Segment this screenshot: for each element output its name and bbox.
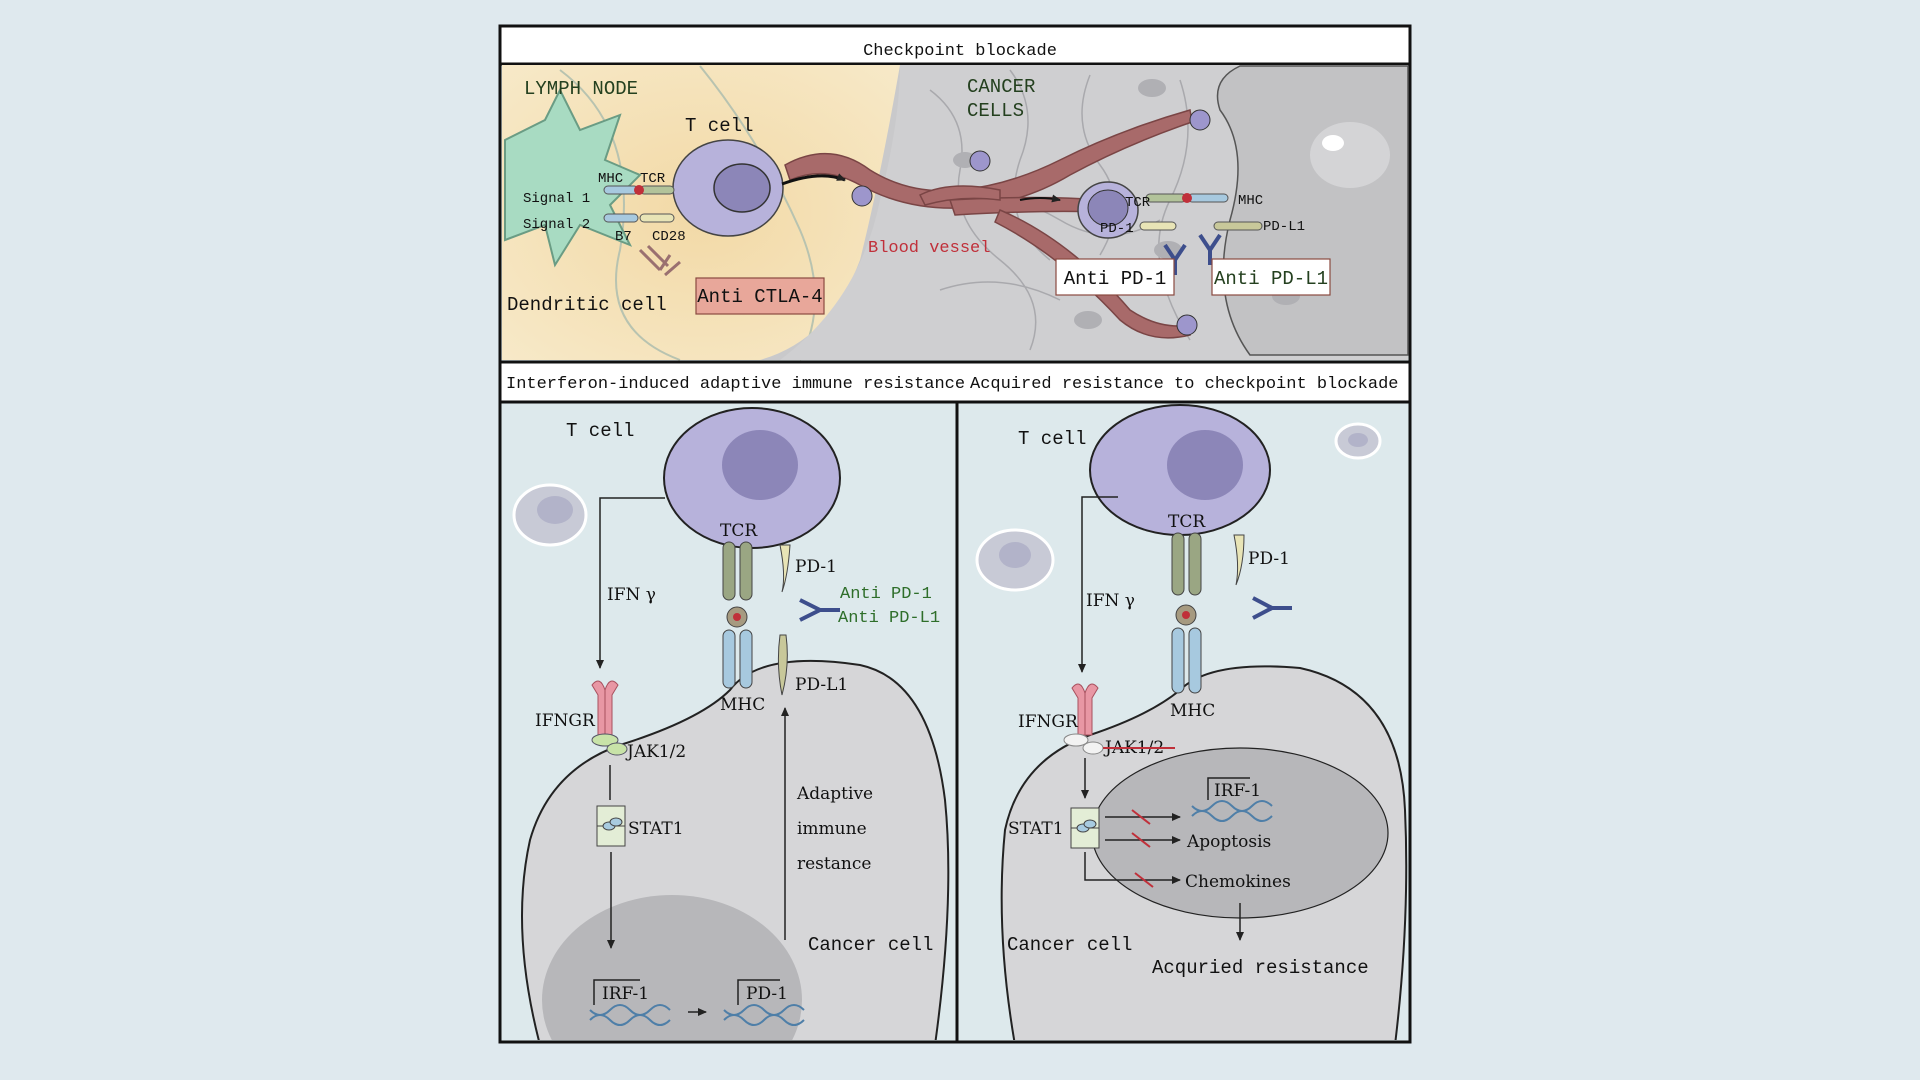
t-cell-right-label: T cell: [1018, 428, 1086, 450]
top-panel: Blood vessel Dendritic cell T cell MHC T…: [502, 65, 1409, 361]
tcr-label-right: TCR: [1125, 195, 1151, 211]
anti-ctla4-box: [695, 277, 825, 315]
subtitle-bar: [498, 360, 1412, 404]
antibody-right: [1252, 596, 1292, 620]
tcr-right-label: TCR: [1168, 512, 1206, 532]
right-panel-title: Acquired resistance to checkpoint blocka…: [970, 375, 1398, 394]
anti-pd1-antibodies: [1163, 233, 1222, 275]
dna-irf1-left: [589, 1004, 671, 1026]
title-bar: [498, 24, 1412, 66]
t-cell-top-label: T cell: [685, 115, 753, 137]
apoptosis-label: Apoptosis: [1186, 832, 1271, 852]
tcr-label-top: TCR: [640, 171, 666, 187]
lymph-node-label: LYMPH NODE: [524, 78, 638, 100]
t-cell-top: [672, 139, 784, 237]
mhc-right-label: MHC: [1170, 701, 1215, 721]
anti-pd1-box: [1055, 258, 1175, 296]
pd1-left-label: PD-1: [795, 557, 837, 577]
figure-title: Checkpoint blockade: [863, 42, 1057, 61]
signal1-label: Signal 1: [523, 191, 590, 207]
pdl1-receptor-left: [777, 634, 788, 696]
ifngr-right-label: IFNGR: [1018, 712, 1079, 732]
blood-vessel-label: Blood vessel: [868, 239, 990, 258]
t-cell-left: [663, 407, 841, 549]
pdl1-label-right: PD-L1: [1263, 219, 1305, 235]
acquired-resistance-label: Acquried resistance: [1152, 957, 1369, 979]
adaptive-label-1: Adaptive: [796, 784, 873, 804]
cancer-cells-label-2: CELLS: [967, 100, 1024, 122]
tcr-left-label: TCR: [720, 521, 758, 541]
pdl1-left-label: PD-L1: [795, 675, 848, 695]
anti-ctla4-antibody: [638, 244, 681, 277]
left-panel: T cell TCR MHC PD-1 Anti PD-1 Anti PD-L1…: [512, 407, 950, 1040]
ifngr-left-label: IFNGR: [535, 711, 596, 731]
anti-pd1-box-label: Anti PD-1: [1064, 268, 1167, 290]
adaptive-label-2: immune: [797, 819, 867, 839]
stat1-right-label: STAT1: [1008, 819, 1064, 839]
anti-pd1-antibody-left: [799, 598, 840, 622]
dendritic-cell-label: Dendritic cell: [507, 294, 667, 316]
pd1-pdl1-complex-top: [1139, 193, 1263, 231]
chemokines-label: Chemokines: [1185, 872, 1291, 892]
mhc-label-right: MHC: [1238, 193, 1263, 209]
inhibition-marks: [1131, 809, 1154, 888]
cancer-cells-label-1: CANCER: [967, 76, 1035, 98]
ifng-left-label: IFN γ: [607, 585, 656, 605]
irf1-gene-right-label: IRF-1: [1214, 781, 1261, 801]
irf1-gene-left-label: IRF-1: [602, 984, 649, 1004]
anti-pdl1-box-label: Anti PD-L1: [1214, 268, 1328, 290]
dna-irf1-right: [1191, 800, 1273, 822]
anti-pd1-left-label: Anti PD-1: [840, 585, 932, 604]
pd1-gene-left-label: PD-1: [746, 984, 788, 1004]
pd1-label-right: PD-1: [1100, 221, 1134, 237]
t-cell-right: [1077, 181, 1139, 239]
pd1-receptor-left: [779, 544, 791, 593]
pd1-right-label: PD-1: [1248, 549, 1290, 569]
mhc-label-top: MHC: [598, 171, 623, 187]
pd1-receptor-right: [1233, 534, 1245, 586]
left-panel-title: Interferon-induced adaptive immune resis…: [506, 375, 965, 394]
stat1-left-label: STAT1: [628, 819, 684, 839]
mhc-left-label: MHC: [720, 695, 765, 715]
t-cell-right-panel: [1089, 404, 1271, 536]
anti-ctla4-label: Anti CTLA-4: [697, 286, 822, 308]
large-cancer-cell: [1216, 65, 1409, 356]
ifng-right-label: IFN γ: [1086, 591, 1135, 611]
migrating-t-cells: [851, 109, 1211, 336]
nucleus-left: [542, 895, 802, 1040]
right-panel: T cell TCR MHC PD-1 IFN γ IFNGR JAK1/2: [975, 404, 1408, 1040]
t-cell-left-label: T cell: [566, 420, 634, 442]
cd28-label: CD28: [652, 229, 686, 245]
dna-pd1-left: [723, 1004, 805, 1026]
anti-pdl1-left-label: Anti PD-L1: [838, 609, 940, 628]
b7-label: B7: [615, 229, 632, 245]
adaptive-label-3: restance: [797, 854, 871, 874]
tcr-mhc-right: [1171, 532, 1202, 694]
signal2-label: Signal 2: [523, 217, 590, 233]
tcr-mhc-left: [722, 541, 753, 689]
mhc-tcr-complex: [603, 185, 675, 223]
jak-left-label: JAK1/2: [625, 742, 686, 762]
cancer-cell-left-label: Cancer cell: [808, 934, 933, 956]
anti-pdl1-box: [1211, 258, 1331, 296]
cancer-cell-right-label: Cancer cell: [1007, 934, 1132, 956]
